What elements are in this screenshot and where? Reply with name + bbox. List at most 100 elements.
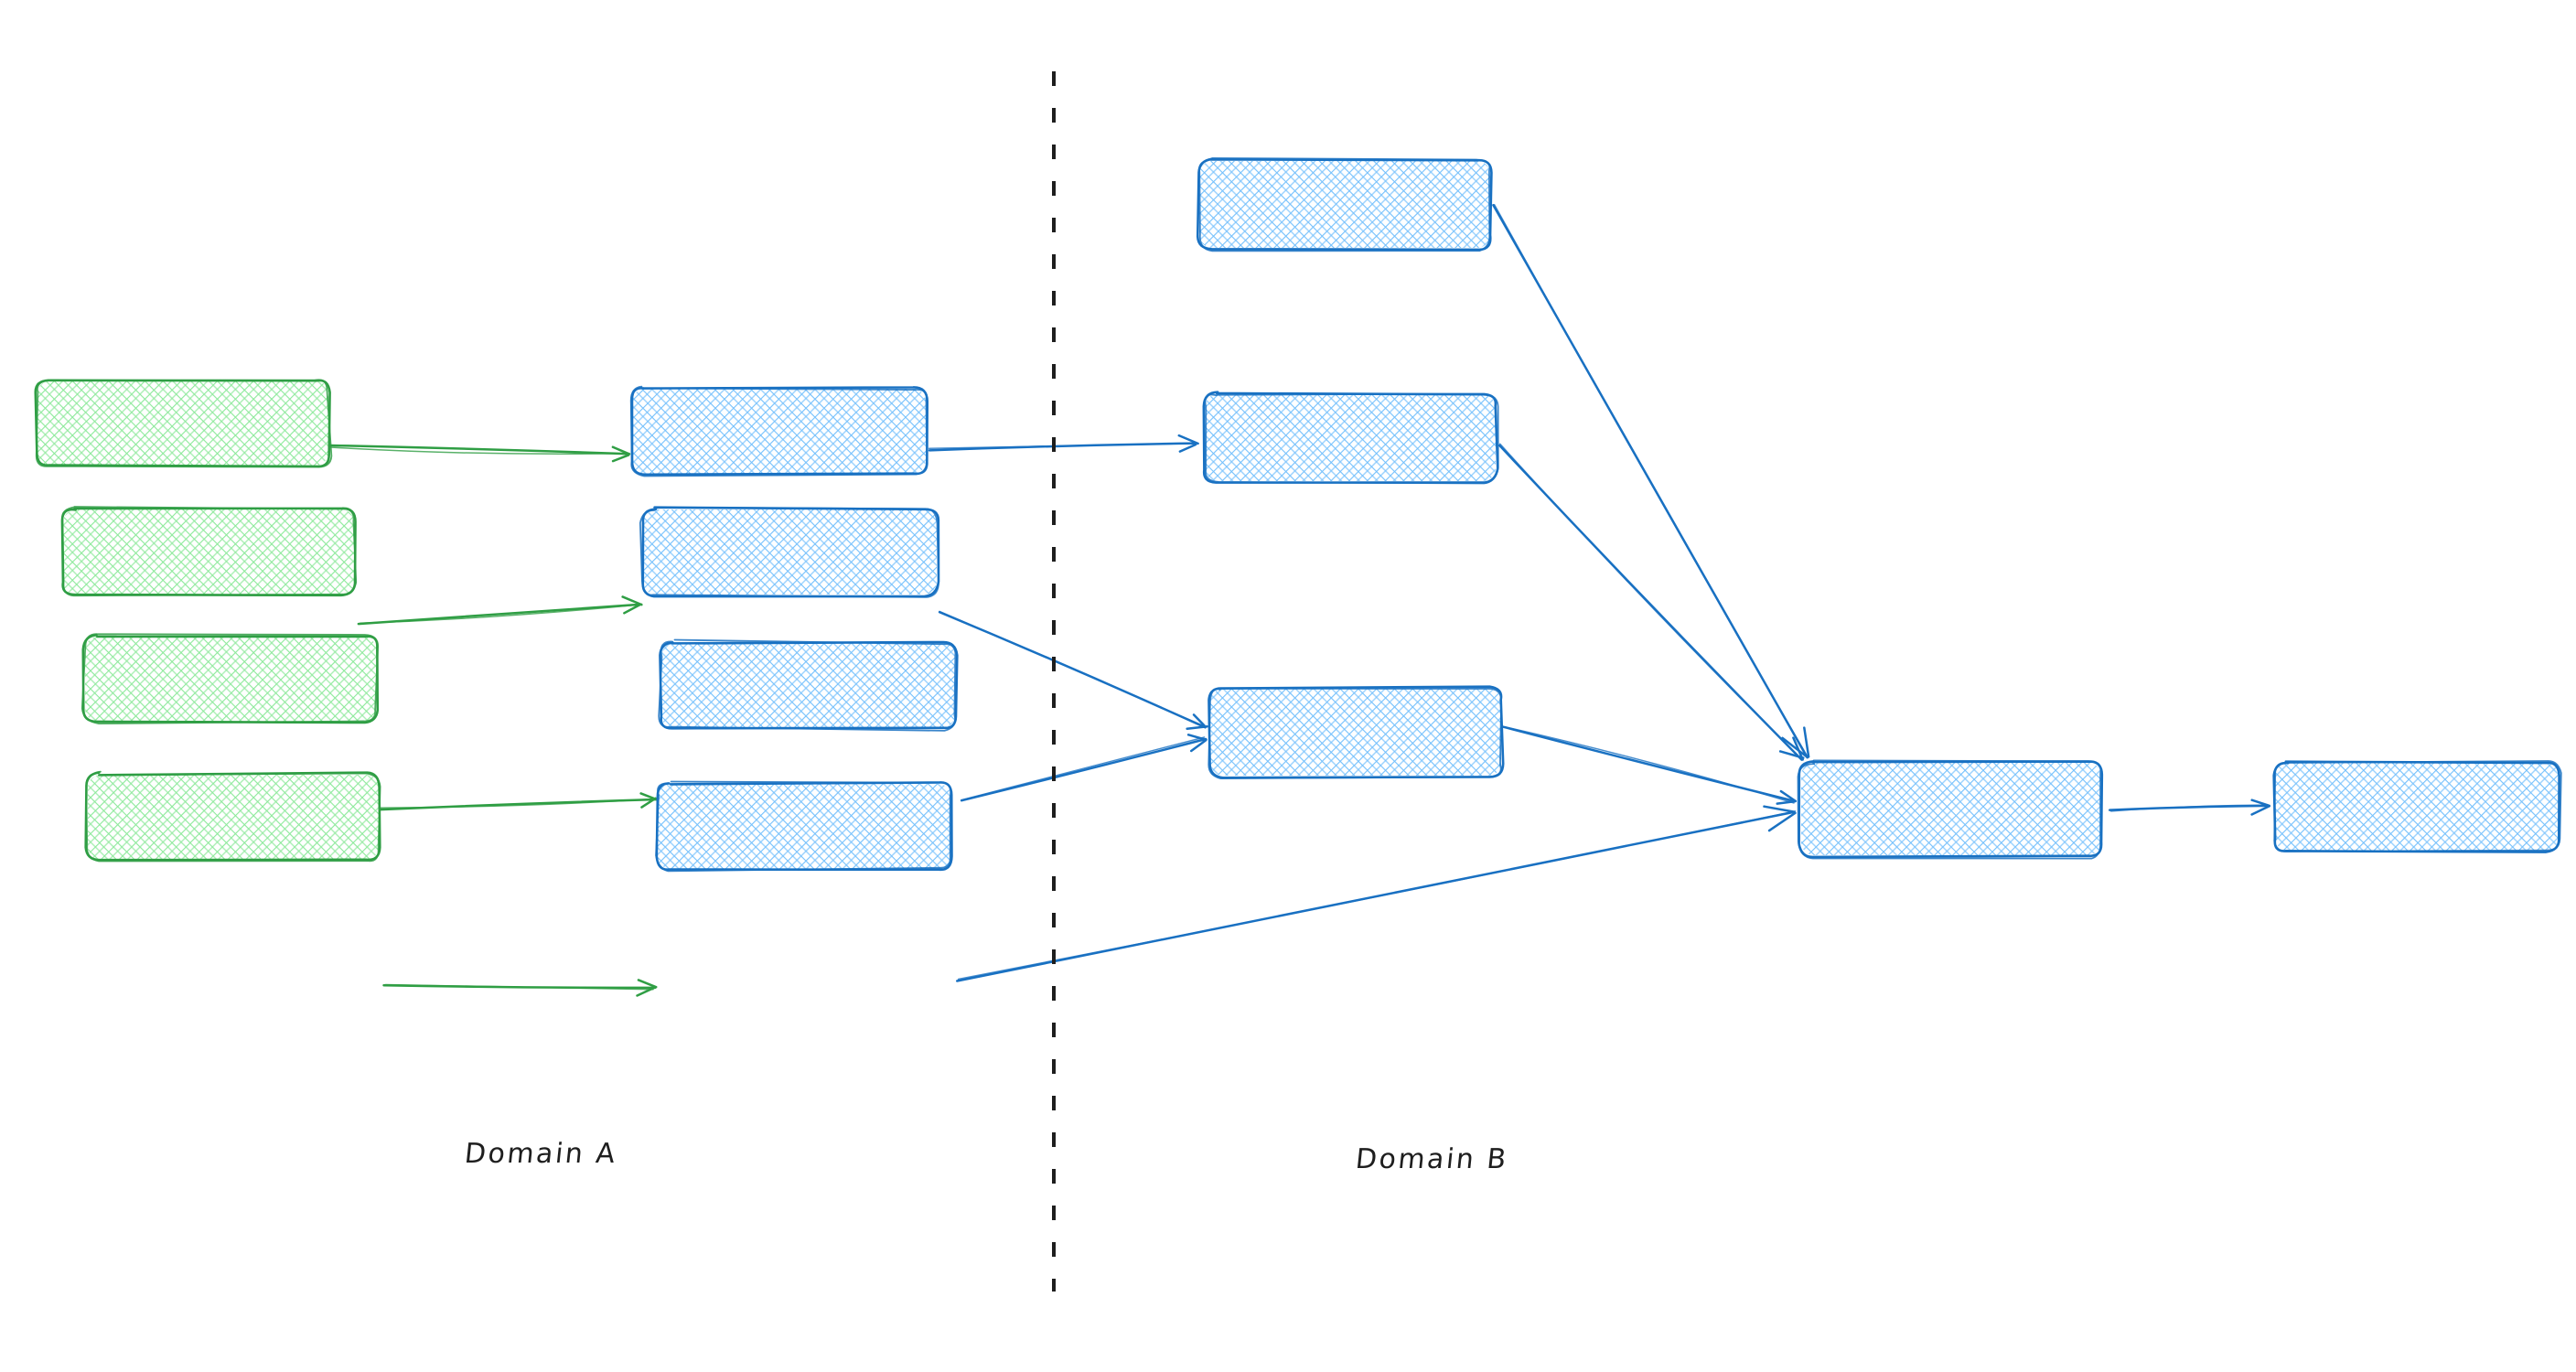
edge-merge-to-sink-arrowhead bbox=[2250, 799, 2270, 807]
edge-source4-to-a4-arrowhead bbox=[636, 986, 655, 997]
domain-b-node-1-hitbox[interactable] bbox=[1204, 393, 1497, 482]
sink-node-outline bbox=[2273, 760, 2562, 852]
domain-a-node-4[interactable] bbox=[655, 780, 953, 873]
edge-btop-to-merge-shaft bbox=[1493, 204, 1808, 756]
domain-b-node-top-hitbox[interactable] bbox=[1198, 160, 1491, 249]
edge-source4-to-a4-shaft bbox=[384, 983, 654, 991]
edge-a1-to-b1[interactable] bbox=[928, 434, 1199, 453]
edge-a2-to-b2-shaft bbox=[939, 610, 1205, 727]
merge-node-hitbox[interactable] bbox=[1800, 762, 2102, 856]
source-node-1-outline bbox=[35, 379, 333, 468]
edge-source1-to-a1[interactable] bbox=[329, 444, 631, 463]
edge-merge-to-sink-shaft bbox=[2109, 804, 2269, 812]
edge-a4-to-merge[interactable] bbox=[956, 805, 1797, 982]
source-node-3[interactable] bbox=[80, 633, 380, 724]
edge-b2-to-merge-arrowhead bbox=[1779, 789, 1798, 803]
source-node-4-hitbox[interactable] bbox=[87, 774, 380, 861]
edge-b1-to-merge-shaft bbox=[1498, 443, 1803, 761]
sink-node-hitbox[interactable] bbox=[2274, 762, 2560, 852]
source-node-4-outline bbox=[85, 770, 381, 863]
edge-source1-to-a1-shaft bbox=[329, 444, 630, 456]
edge-a2-to-b2-shaft bbox=[938, 610, 1207, 729]
edge-a4-to-merge-shaft bbox=[957, 810, 1797, 981]
domain-a-node-3-outline bbox=[658, 638, 957, 732]
domain-a-node-3[interactable] bbox=[658, 638, 959, 732]
domain-b-node-top-fill bbox=[1199, 161, 1490, 248]
source-node-1-hitbox[interactable] bbox=[37, 380, 329, 466]
domain-a-node-1-hitbox[interactable] bbox=[631, 388, 927, 475]
source-node-4[interactable] bbox=[84, 770, 381, 863]
source-node-4-fill bbox=[88, 775, 379, 860]
merge-node-fill bbox=[1801, 763, 2101, 855]
domain-a-node-1[interactable] bbox=[629, 385, 929, 477]
source-node-2-fill bbox=[63, 509, 354, 595]
domain-a-node-4-outline bbox=[655, 780, 952, 873]
nodes-layer bbox=[34, 157, 2562, 873]
edge-btop-to-merge[interactable] bbox=[1492, 204, 1810, 759]
edges-layer bbox=[329, 204, 2271, 997]
domain-b-node-2-fill bbox=[1210, 689, 1501, 776]
edge-source4-to-a4-arrowhead bbox=[637, 979, 658, 989]
edge-a2-to-b2-arrowhead bbox=[1192, 713, 1206, 727]
domain-a-node-2-hitbox[interactable] bbox=[642, 509, 938, 595]
edge-a1-to-b1-arrowhead bbox=[1178, 443, 1197, 453]
domain-a-node-3-fill bbox=[661, 643, 955, 728]
domain-a-node-1-fill bbox=[632, 389, 926, 474]
edge-source2-to-a2-arrowhead bbox=[621, 595, 643, 606]
edge-a1-to-b1-shaft bbox=[928, 442, 1199, 449]
domain-a-node-2[interactable] bbox=[639, 506, 940, 598]
edge-b1-to-merge-arrowhead bbox=[1792, 736, 1804, 761]
edge-source4-to-a4[interactable] bbox=[382, 979, 658, 997]
edge-a1-to-b1-arrowhead bbox=[1177, 434, 1199, 445]
edge-merge-to-sink-arrowhead bbox=[2250, 805, 2271, 816]
source-node-2[interactable] bbox=[60, 506, 358, 597]
domain-a-node-4-fill bbox=[658, 784, 951, 869]
domain-b-node-2-outline bbox=[1208, 687, 1502, 780]
edge-a3-to-b2[interactable] bbox=[960, 734, 1208, 802]
source-node-3-hitbox[interactable] bbox=[84, 636, 377, 723]
source-node-1[interactable] bbox=[34, 379, 333, 468]
domain-b-node-1-fill bbox=[1205, 394, 1496, 481]
edge-a2-to-b2-arrowhead bbox=[1186, 725, 1208, 730]
domain-a-node-2-fill bbox=[643, 509, 937, 595]
edge-b1-to-merge-arrowhead bbox=[1778, 750, 1805, 759]
domain-a-node-4-hitbox[interactable] bbox=[657, 783, 952, 870]
edge-b1-to-merge[interactable] bbox=[1498, 443, 1805, 761]
edge-source2-to-a2[interactable] bbox=[357, 595, 643, 626]
domain-a-node-3-hitbox[interactable] bbox=[660, 642, 956, 729]
edge-btop-to-merge-arrowhead bbox=[1803, 726, 1810, 758]
edge-b2-to-merge[interactable] bbox=[1502, 725, 1798, 805]
edge-a4-to-merge-arrowhead bbox=[1767, 811, 1797, 832]
edge-b2-to-merge-shaft bbox=[1504, 725, 1795, 804]
domain-b-node-2-hitbox[interactable] bbox=[1209, 688, 1502, 777]
source-node-2-hitbox[interactable] bbox=[62, 509, 355, 595]
source-node-2-outline bbox=[61, 506, 358, 597]
domain-b-node-top-outline bbox=[1198, 157, 1491, 252]
edge-source1-to-a1-shaft bbox=[329, 446, 630, 456]
sink-node[interactable] bbox=[2272, 760, 2562, 853]
domain-b-node-top[interactable] bbox=[1196, 157, 1493, 252]
domain-a-node-1-outline bbox=[629, 385, 928, 477]
source-node-3-fill bbox=[85, 637, 376, 722]
edge-a2-to-b2[interactable] bbox=[938, 610, 1208, 730]
domain-b-node-2[interactable] bbox=[1208, 685, 1505, 780]
edge-source3-to-a3-arrowhead bbox=[639, 792, 658, 801]
edge-b2-to-merge-arrowhead bbox=[1776, 799, 1797, 805]
source-node-3-outline bbox=[80, 633, 379, 724]
domain-a-node-2-outline bbox=[639, 506, 939, 598]
edge-merge-to-sink[interactable] bbox=[2108, 799, 2271, 816]
source-node-1-fill bbox=[38, 381, 328, 466]
merge-node[interactable] bbox=[1797, 759, 2104, 860]
edge-source3-to-a3-arrowhead bbox=[640, 797, 657, 809]
domain-b-label: Domain B bbox=[1354, 1143, 1510, 1175]
domain-b-node-1[interactable] bbox=[1202, 391, 1499, 485]
sink-node-fill bbox=[2275, 763, 2559, 851]
edge-source1-to-a1-arrowhead bbox=[611, 454, 630, 463]
edge-a3-to-b2-arrowhead bbox=[1186, 734, 1208, 742]
edge-a3-to-b2-shaft bbox=[960, 736, 1206, 801]
edge-source2-to-a2-arrowhead bbox=[623, 603, 642, 615]
edge-source3-to-a3[interactable] bbox=[378, 792, 660, 811]
domain-a-label: Domain A bbox=[463, 1138, 619, 1170]
domain-b-node-1-outline bbox=[1204, 392, 1499, 485]
edge-source1-to-a1-arrowhead bbox=[611, 445, 631, 456]
